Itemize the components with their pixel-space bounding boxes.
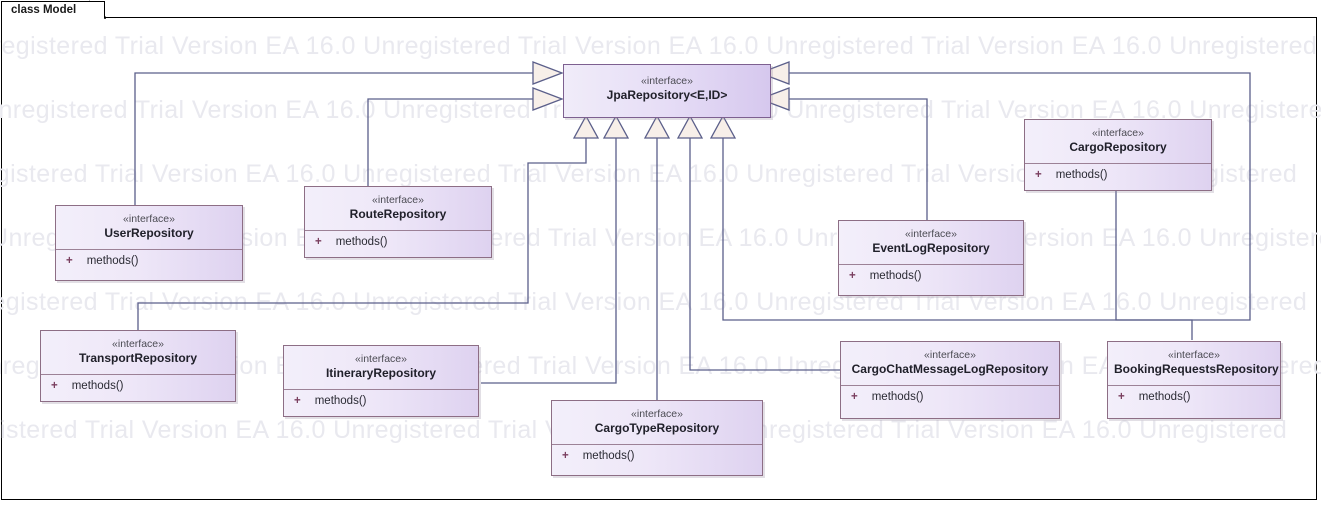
class-node-header: «interface» EventLogRepository (839, 221, 1023, 264)
tab-bottom-cover (3, 16, 89, 20)
compartment-separator (305, 229, 491, 231)
class-name-label: CargoRepository (1069, 140, 1167, 155)
class-name-label: UserRepository (104, 226, 194, 241)
class-node-userrepository[interactable]: «interface» UserRepository + methods() (55, 205, 243, 281)
generalization-arrowhead (709, 114, 737, 139)
visibility-marker: + (1035, 168, 1042, 181)
compartment-separator (41, 373, 235, 375)
visibility-marker: + (849, 269, 856, 282)
stereotype-label: «interface» (924, 349, 976, 361)
generalization-arrowhead (676, 114, 704, 139)
class-node-header: «interface» CargoRepository (1025, 120, 1211, 163)
class-name-label: CargoChatMessageLogRepository (851, 362, 1049, 377)
stereotype-label: «interface» (905, 228, 957, 240)
visibility-marker: + (51, 379, 58, 392)
generalization-arrowhead (643, 114, 671, 139)
visibility-marker: + (562, 449, 569, 462)
compartment-separator (284, 388, 478, 390)
diagram-tab-label: class Model (11, 4, 77, 16)
class-node-itineraryrepository[interactable]: «interface» ItineraryRepository + method… (283, 345, 479, 417)
class-node-header: «interface» BookingRequestsRepository (1108, 342, 1280, 385)
compartment-separator (839, 263, 1023, 265)
operation-label: methods() (314, 394, 367, 407)
operations-compartment: + methods() (56, 250, 242, 273)
watermark-line: Unregistered Trial Version EA 16.0 Unreg… (0, 32, 1318, 60)
class-name-label: BookingRequestsRepository (1114, 362, 1279, 377)
compartment-separator (1025, 162, 1211, 164)
operation-label: methods() (86, 254, 139, 267)
visibility-marker: + (294, 394, 301, 407)
stereotype-label: «interface» (641, 75, 693, 87)
operations-compartment: + methods() (1025, 164, 1211, 187)
generalization-arrowhead (532, 61, 564, 85)
class-name-label: ItineraryRepository (325, 366, 437, 381)
link-route-to-jpa (367, 98, 533, 186)
visibility-marker: + (851, 390, 858, 403)
class-name-label: CargoTypeRepository (594, 421, 720, 436)
operation-label: methods() (335, 235, 388, 248)
operations-compartment: + methods() (841, 386, 1059, 409)
generalization-arrowhead (602, 114, 630, 139)
compartment-separator (552, 443, 762, 445)
operation-label: methods() (1055, 168, 1108, 181)
generalization-arrowhead (572, 114, 600, 139)
class-node-jparepository[interactable]: «interface» JpaRepository<E,ID> (563, 64, 771, 118)
operations-compartment: + methods() (839, 265, 1023, 288)
stereotype-label: «interface» (372, 194, 424, 206)
diagram-tab[interactable]: class Model (1, 1, 106, 18)
stereotype-label: «interface» (1168, 349, 1220, 361)
operations-compartment: + methods() (41, 375, 235, 398)
operations-compartment: + methods() (305, 231, 491, 254)
operation-label: methods() (71, 379, 124, 392)
class-name-label: RouteRepository (349, 207, 447, 222)
class-node-cargochatmessagelogrepository[interactable]: «interface» CargoChatMessageLogRepositor… (840, 341, 1060, 419)
operation-label: methods() (582, 449, 635, 462)
link-eventlog-to-jpa (789, 98, 928, 220)
link-itinerary-to-jpa (481, 138, 617, 384)
class-node-header: «interface» CargoTypeRepository (552, 401, 762, 444)
class-node-cargotyperepository[interactable]: «interface» CargoTypeRepository + method… (551, 400, 763, 476)
class-name-label: EventLogRepository (872, 241, 990, 256)
operations-compartment: + methods() (1108, 386, 1280, 409)
class-node-header: «interface» ItineraryRepository (284, 346, 478, 389)
compartment-separator (56, 248, 242, 250)
compartment-separator (1108, 384, 1280, 386)
class-node-header: «interface» UserRepository (56, 206, 242, 249)
class-node-transportrepository[interactable]: «interface» TransportRepository + method… (40, 330, 236, 402)
visibility-marker: + (66, 254, 73, 267)
compartment-separator (841, 384, 1059, 386)
stereotype-label: «interface» (123, 213, 175, 225)
class-node-header: «interface» CargoChatMessageLogRepositor… (841, 342, 1059, 385)
class-node-cargorepository[interactable]: «interface» CargoRepository + methods() (1024, 119, 1212, 191)
stereotype-label: «interface» (1092, 127, 1144, 139)
class-node-header: «interface» TransportRepository (41, 331, 235, 374)
class-name-label: TransportRepository (78, 351, 198, 366)
class-node-bookingrequestsrepository[interactable]: «interface» BookingRequestsRepository + … (1107, 341, 1281, 419)
stereotype-label: «interface» (631, 408, 683, 420)
class-node-header: «interface» JpaRepository<E,ID> (564, 65, 770, 115)
operations-compartment: + methods() (552, 445, 762, 468)
class-name-label: JpaRepository<E,ID> (606, 88, 728, 103)
stereotype-label: «interface» (112, 338, 164, 350)
class-node-routerepository[interactable]: «interface» RouteRepository + methods() (304, 186, 492, 258)
watermark-line: Unregistered Trial Version EA 16.0 Unreg… (0, 288, 1308, 316)
class-node-header: «interface» RouteRepository (305, 187, 491, 230)
stereotype-label: «interface» (355, 353, 407, 365)
class-node-eventlogrepository[interactable]: «interface» EventLogRepository + methods… (838, 220, 1024, 296)
link-cargochat-to-jpa (689, 138, 840, 371)
operations-compartment: + methods() (284, 390, 478, 413)
generalization-arrowhead (532, 87, 564, 111)
visibility-marker: + (315, 235, 322, 248)
operation-label: methods() (871, 390, 924, 403)
operation-label: methods() (1138, 390, 1191, 403)
operation-label: methods() (869, 269, 922, 282)
visibility-marker: + (1118, 390, 1125, 403)
